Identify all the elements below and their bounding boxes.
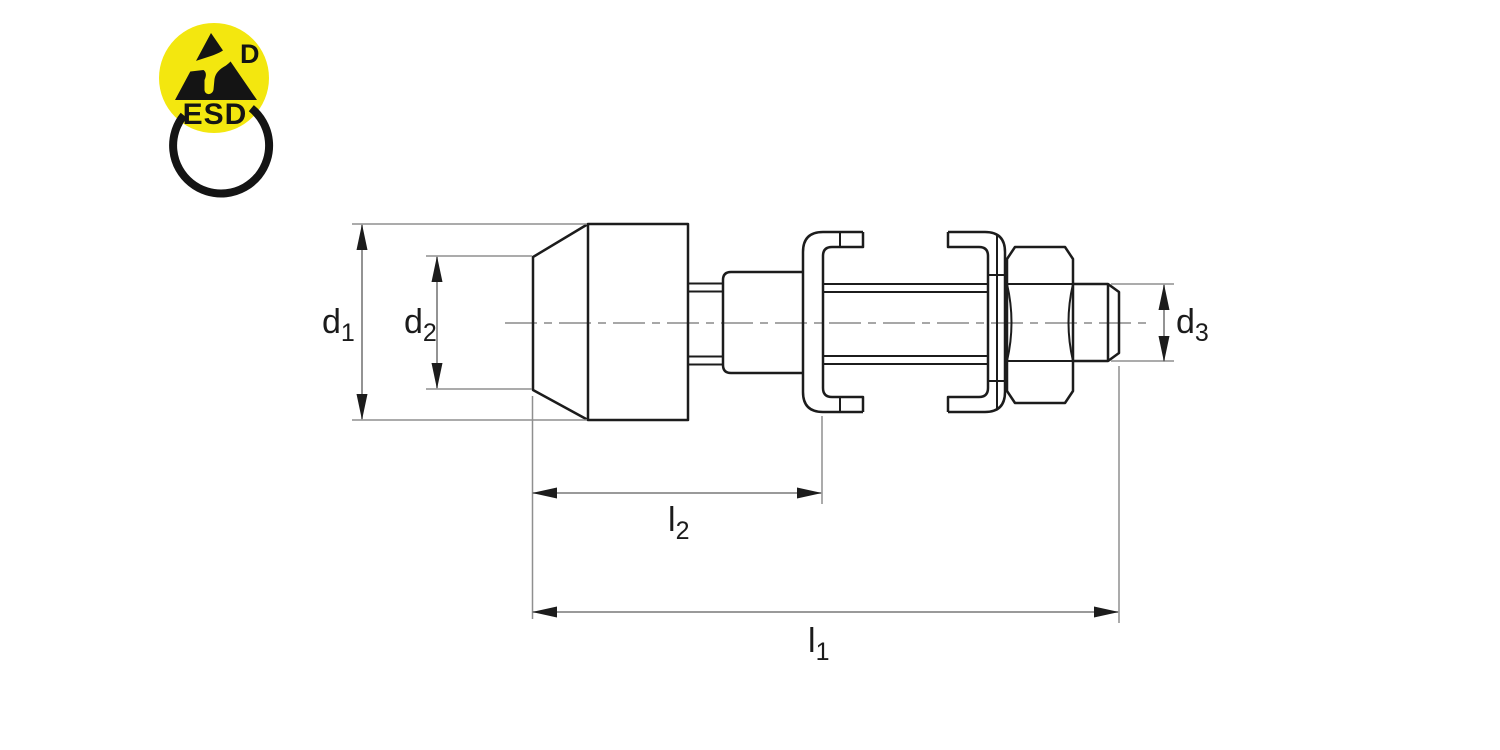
clip-right-flange-lines (988, 234, 1007, 410)
d2-label: d2 (404, 303, 437, 347)
clip-left-inner (821, 232, 865, 412)
d2-arrow-down-icon (431, 363, 443, 389)
dimension-d1: d1 (322, 223, 587, 421)
dimension-l2: l2 (531, 396, 823, 619)
d1-label: d1 (322, 303, 355, 347)
d3-arrow-up-icon (1158, 284, 1170, 310)
esd-label: ESD (183, 98, 248, 131)
d1-arrow-up-icon (356, 224, 368, 250)
part-drawing (531, 222, 1121, 422)
l2-arrow-left-icon (532, 487, 557, 499)
d1-arrow-down-icon (356, 394, 368, 420)
dimension-d3: d3 (1111, 283, 1209, 362)
dimension-l1: l1 (532, 366, 1120, 666)
d3-arrow-down-icon (1158, 336, 1170, 362)
spindle-neck (688, 282, 723, 366)
d3-label: d3 (1176, 303, 1209, 347)
d2-arrow-up-icon (431, 256, 443, 282)
esd-logo: D ESD (159, 23, 274, 198)
knob-cone-and-body (531, 222, 690, 422)
threaded-rod (823, 283, 988, 365)
l2-extension-lines (531, 396, 823, 619)
stud-tip (1073, 282, 1121, 363)
d2-extension-lines (426, 255, 532, 390)
dimension-d2: d2 (404, 255, 532, 390)
clip-left-outer (801, 230, 863, 414)
esd-badge-letter: D (240, 39, 260, 69)
hex-nut-outline (1005, 245, 1075, 405)
hex-nut-facet-lines (1007, 283, 1073, 362)
esd-hand-icon (187, 35, 242, 95)
l1-label: l1 (808, 622, 829, 666)
esd-logo-ring (169, 105, 274, 198)
l1-arrow-right-icon (1094, 606, 1119, 618)
l2-arrow-right-icon (797, 487, 822, 499)
d1-extension-lines (352, 223, 587, 421)
hex-nut-facet-arcs (1006, 283, 1074, 362)
l2-label: l2 (668, 501, 689, 545)
collar (721, 270, 803, 375)
clip-right-outer (948, 230, 1007, 414)
clip-right-inner (946, 232, 990, 412)
l1-arrow-left-icon (532, 606, 557, 618)
